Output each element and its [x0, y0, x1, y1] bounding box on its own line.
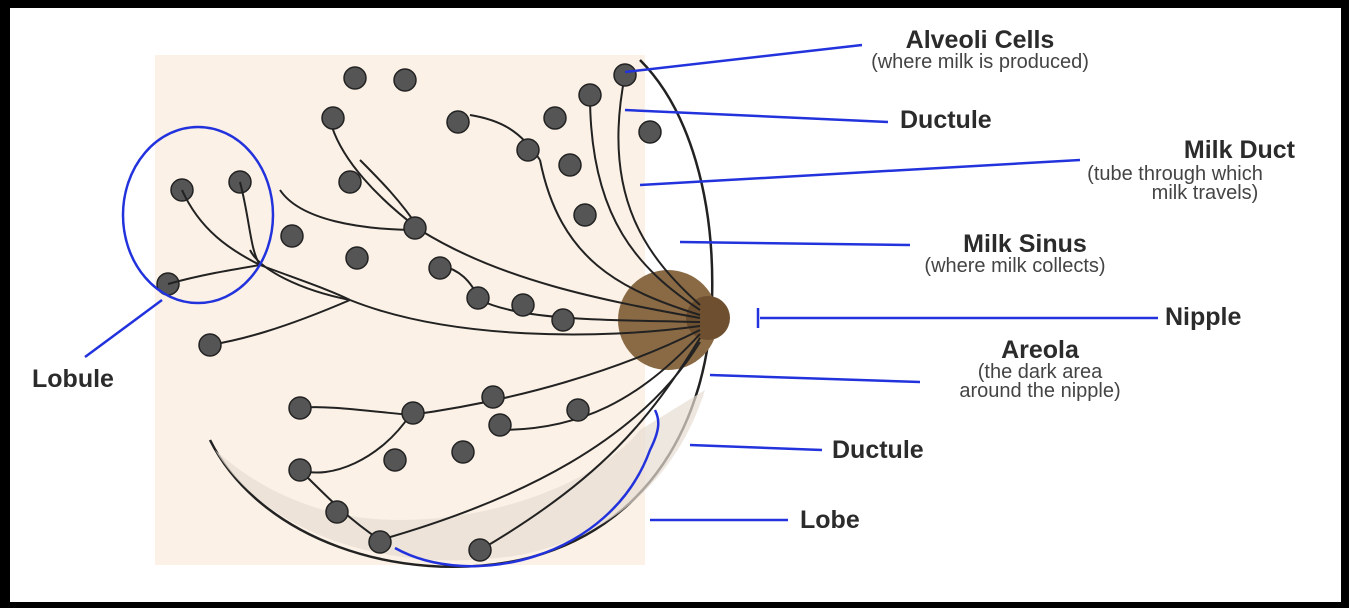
- label-lobule: Lobule: [32, 365, 114, 394]
- label-alveoli-cells: Alveoli Cells (where milk is produced): [800, 26, 1160, 74]
- label-areola: Areola (the dark area around the nipple): [890, 336, 1190, 403]
- label-milk-duct: Milk Duct (tube through which milk trave…: [1025, 136, 1325, 205]
- label-milk-duct-title: Milk Duct: [1025, 136, 1325, 165]
- label-lobe: Lobe: [800, 506, 860, 535]
- label-alveoli-cells-sub: (where milk is produced): [800, 51, 1160, 74]
- label-areola-sub2: around the nipple): [890, 380, 1190, 403]
- label-ductule-bottom: Ductule: [832, 436, 924, 465]
- label-ductule-top: Ductule: [900, 106, 992, 135]
- label-nipple: Nipple: [1165, 303, 1241, 332]
- label-milk-sinus: Milk Sinus (where milk collects): [855, 230, 1175, 278]
- label-milk-sinus-sub: (where milk collects): [855, 255, 1175, 278]
- label-milk-duct-sub2: milk travels): [1025, 182, 1325, 205]
